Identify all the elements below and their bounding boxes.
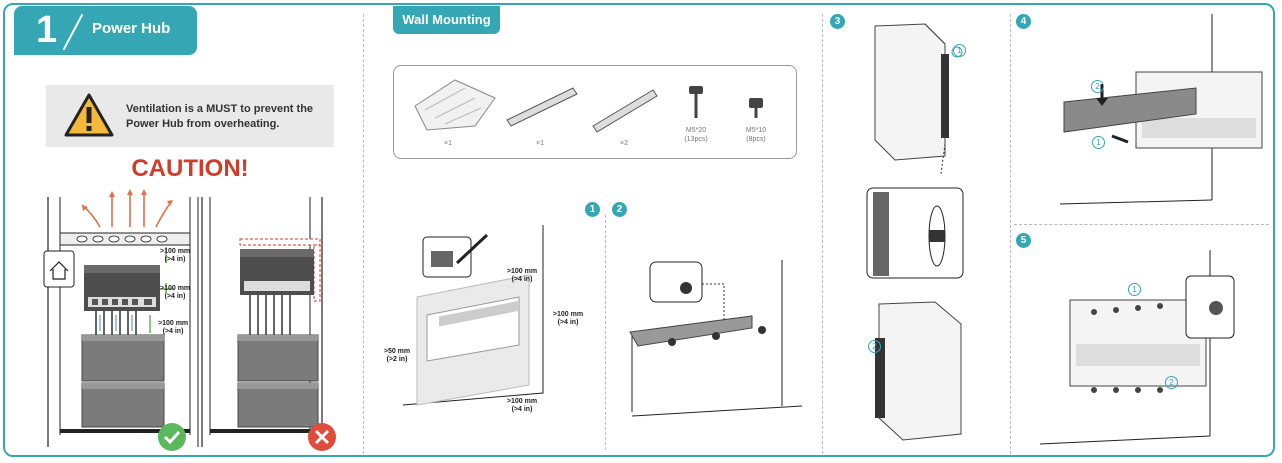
kit-qty: ×2 xyxy=(620,140,628,147)
kit-qty: ×1 xyxy=(536,140,544,147)
ventilation-warning: Ventilation is a MUST to prevent the Pow… xyxy=(46,85,334,147)
substep-2-badge: 2 xyxy=(1165,376,1178,389)
clearance-top-label: >100 mm (>4 in) xyxy=(160,248,191,263)
mounting-kit-box xyxy=(393,65,797,159)
wall-marking-illustration xyxy=(402,225,544,406)
divider xyxy=(605,215,606,450)
warning-text: Ventilation is a MUST to prevent the Pow… xyxy=(126,103,314,130)
step-1-badge: 1 xyxy=(585,202,600,217)
clearance-label-right: >100 mm (>4 in) xyxy=(552,311,584,326)
substep-2-badge: 2 xyxy=(868,340,881,353)
mounting-kit-illustration xyxy=(414,79,763,133)
divider xyxy=(363,14,364,454)
substep-1-badge: 1 xyxy=(953,44,966,57)
step-3-badge: 3 xyxy=(830,14,845,29)
hub-securing-illustration xyxy=(1039,250,1235,445)
clearance-label-top: >100 mm (>4 in) xyxy=(506,268,538,283)
substep-2-badge: 2 xyxy=(1091,80,1104,93)
divider xyxy=(822,14,823,454)
clearance-bottom-label: >100 mm (>4 in) xyxy=(158,320,189,335)
tab-divider xyxy=(62,13,84,51)
clearance-label-left: >50 mm (>2 in) xyxy=(383,348,411,363)
page-frame xyxy=(3,3,1275,457)
step-2-badge: 2 xyxy=(612,202,627,217)
step-4-badge: 4 xyxy=(1016,14,1031,29)
section-number: 1 xyxy=(36,9,58,51)
bracket-slide-illustration xyxy=(1059,14,1263,205)
step-5-badge: 5 xyxy=(1016,233,1031,248)
divider xyxy=(1014,224,1269,225)
section-tab-power-hub: 1 Power Hub xyxy=(14,6,197,55)
wall-mounting-tab: Wall Mounting xyxy=(393,6,500,34)
clearance-label-bottom: >100 mm (>4 in) xyxy=(506,398,538,413)
section-title: Power Hub xyxy=(92,20,171,37)
kit-qty: ×1 xyxy=(444,140,452,147)
kit-screw-count: (13pcs) xyxy=(684,136,708,143)
ventilation-cabinets xyxy=(43,189,336,451)
kit-screw-name: M5*20 xyxy=(685,127,707,134)
kit-screw-count: (8pcs) xyxy=(746,136,766,143)
hub-mounting-illustration xyxy=(866,23,964,441)
kit-screw-name: M5*10 xyxy=(745,127,767,134)
caution-heading: CAUTION! xyxy=(131,155,249,182)
substep-1-badge: 1 xyxy=(1128,283,1141,296)
divider xyxy=(1010,14,1011,454)
bracket-fixing-illustration xyxy=(629,260,803,417)
warning-icon xyxy=(64,93,114,137)
substep-1-badge: 1 xyxy=(1092,136,1105,149)
clearance-middle-label: >100 mm (>4 in) xyxy=(160,285,191,300)
